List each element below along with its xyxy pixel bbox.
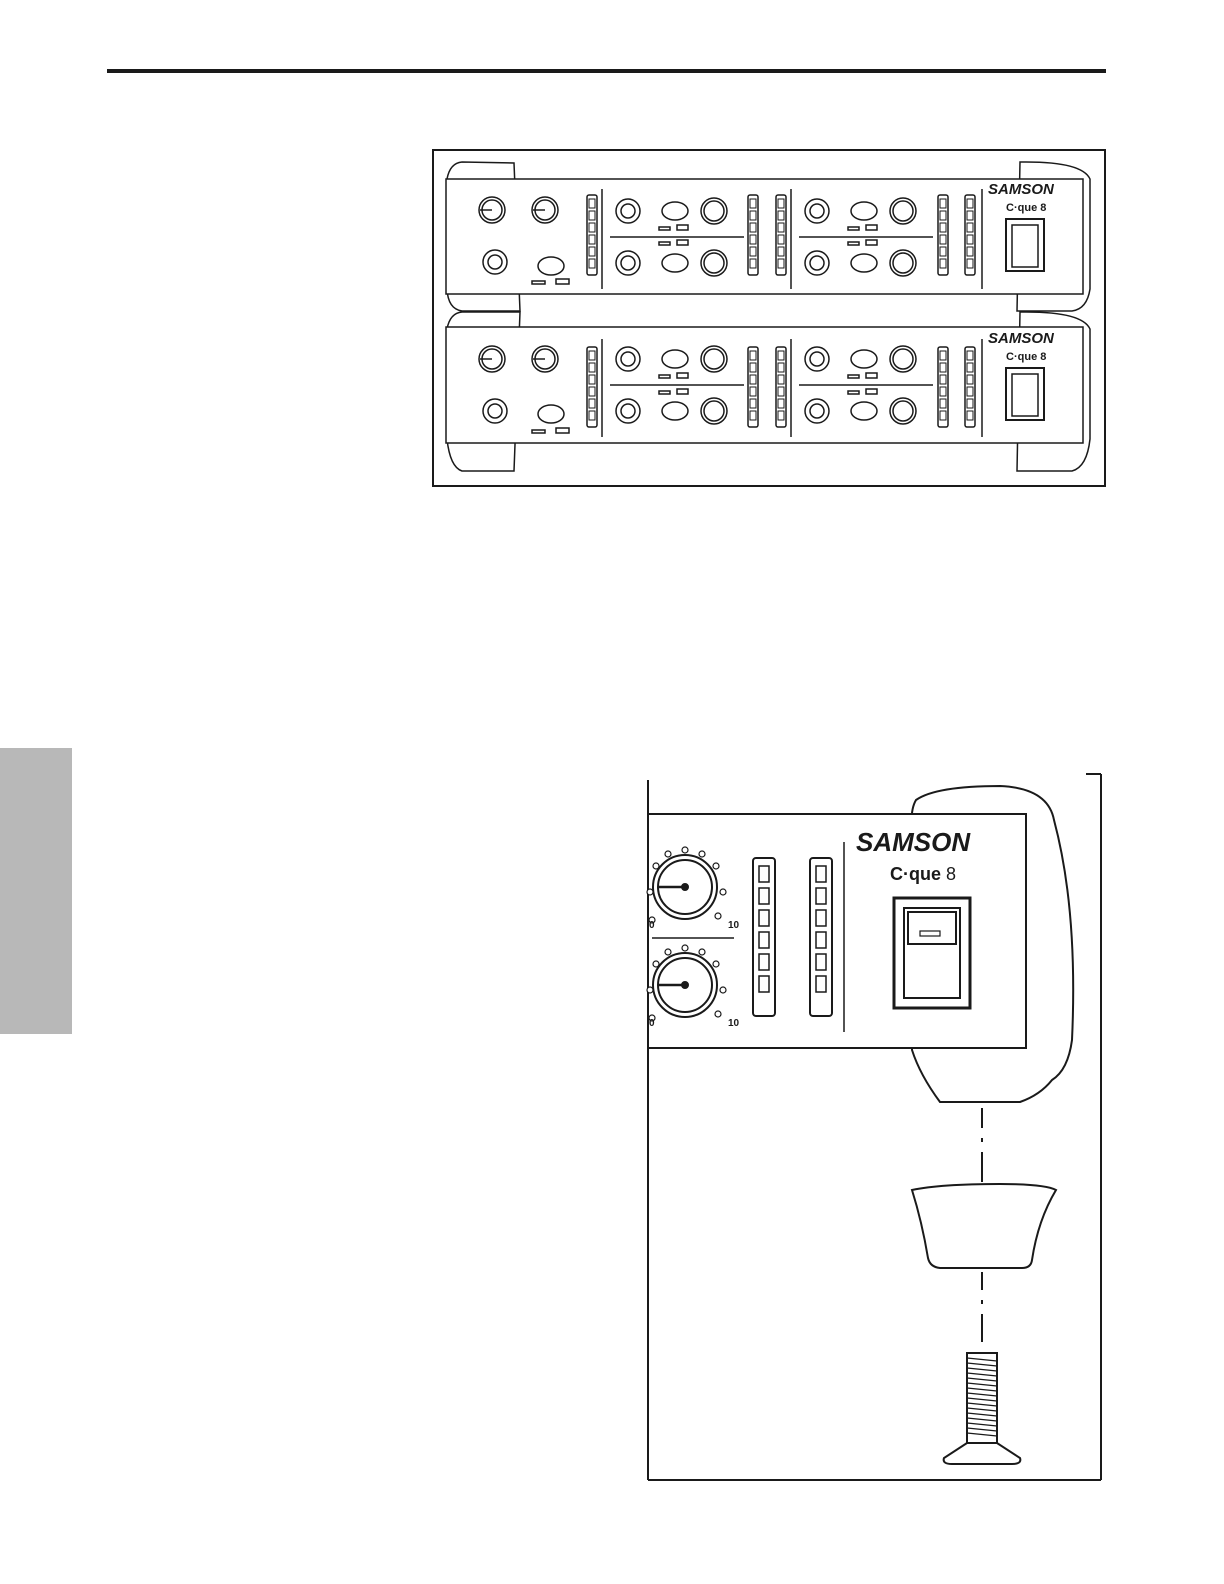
knob-1-min-label: 0 <box>649 920 655 931</box>
screw <box>944 1353 1021 1464</box>
model-name: C·que 8 <box>890 864 956 884</box>
section-tab <box>0 748 72 1034</box>
rubber-foot <box>912 1184 1056 1268</box>
power-switch <box>894 898 970 1008</box>
header-rule <box>107 69 1106 73</box>
stacked-units-figure: SAMSON C·que 8 <box>432 149 1106 487</box>
knob-2-max-label: 10 <box>728 1018 740 1029</box>
unit-1-model-name: C·que 8 <box>1006 202 1046 214</box>
knob-2-min-label: 0 <box>649 1018 655 1029</box>
brand-logo: SAMSON <box>856 827 971 857</box>
unit-1-brand-logo: SAMSON <box>988 181 1055 198</box>
rubber-foot-detail-figure: 0 10 0 10 SAMSON C·que 8 <box>640 770 1110 1484</box>
unit-2-model-name: C·que 8 <box>1006 351 1046 363</box>
unit-2-brand-logo: SAMSON <box>988 330 1055 347</box>
knob-1-max-label: 10 <box>728 920 740 931</box>
